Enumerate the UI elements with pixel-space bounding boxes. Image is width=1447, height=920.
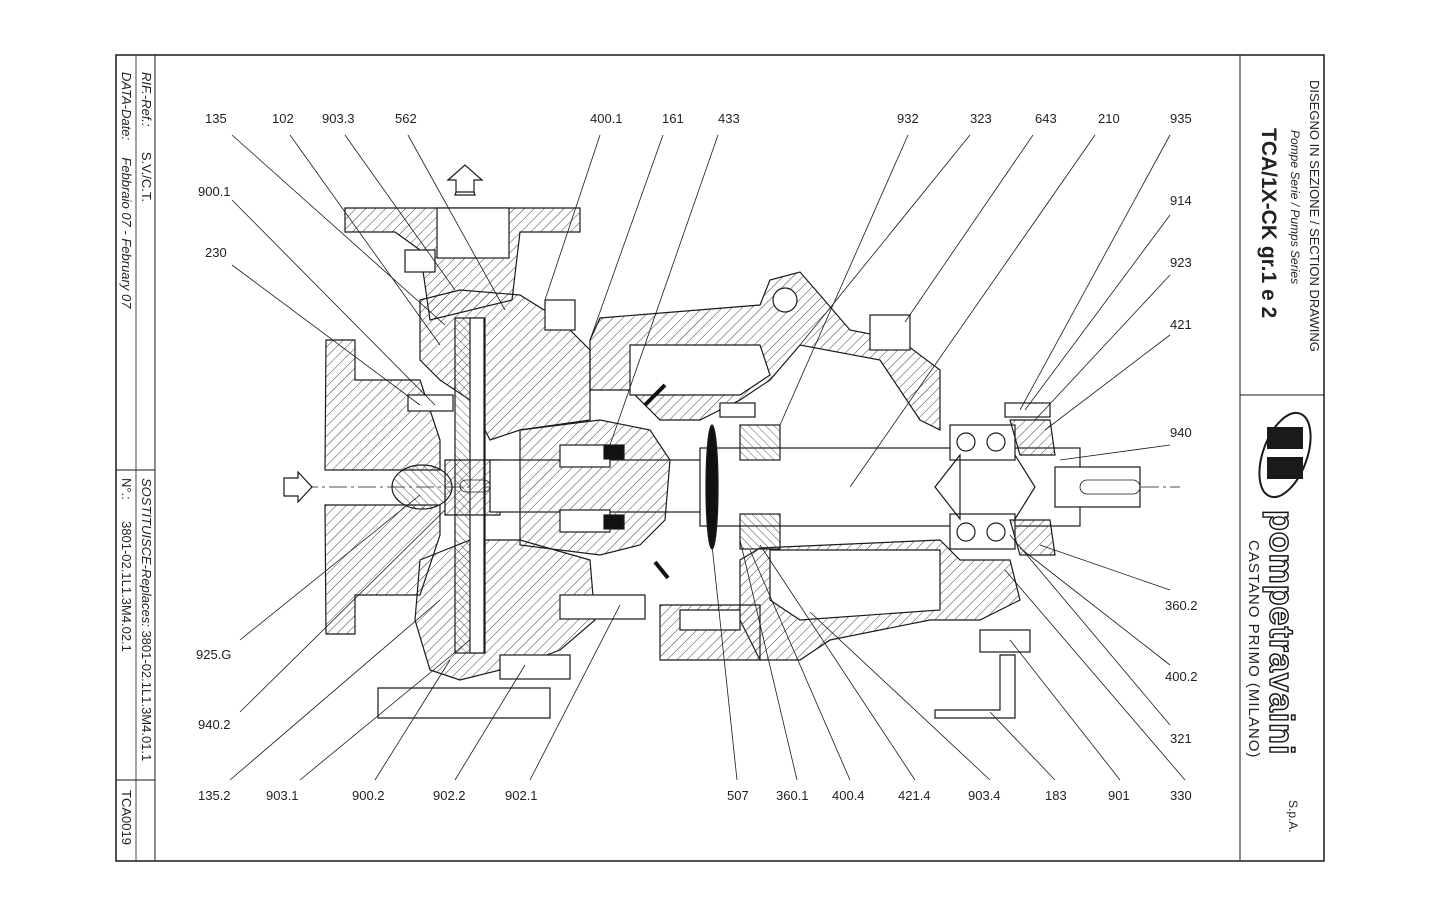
part-label: 135 [205,111,227,126]
ref-label: RIF.-Ref.: [139,72,154,127]
part-label: 400.1 [590,111,623,126]
part-label: 135.2 [198,788,231,803]
date-field: DATA-Date: Febbraio 07 - February 07 [119,72,134,308]
replaces-label: SOSTITUISCE-Replaces: [139,478,154,627]
replaces-value: 3801-02.1L1.3M4.01.1 [139,630,154,762]
number-field: N°.: 3801-02.1L1.3M4.02.1 [119,478,134,652]
ref-value: S.V./C.T. [139,151,154,203]
part-label: 562 [395,111,417,126]
drawing-type-text: DISEGNO IN SEZIONE / SECTION DRAWING [1307,80,1322,352]
company-name: pompetravaini [1261,509,1300,756]
ref-field: RIF.-Ref.: S.V./C.T. [139,72,154,202]
part-label: 901 [1108,788,1130,803]
part-label: 940.2 [198,717,231,732]
number-value: 3801-02.1L1.3M4.02.1 [119,521,134,652]
date-label: DATA-Date: [119,72,134,141]
part-label: 360.1 [776,788,809,803]
part-label: 323 [970,111,992,126]
part-label: 360.2 [1165,598,1198,613]
part-label: 400.4 [832,788,865,803]
part-label: 400.2 [1165,669,1198,684]
part-label: 330 [1170,788,1192,803]
date-value: Febbraio 07 - February 07 [119,157,134,309]
replaces-field: SOSTITUISCE-Replaces: 3801-02.1L1.3M4.01… [139,478,154,761]
part-label: 923 [1170,255,1192,270]
part-label: 421.4 [898,788,931,803]
part-label: 914 [1170,193,1192,208]
leader-lines [229,134,1186,781]
part-label: 903.3 [322,111,355,126]
part-label: 507 [727,788,749,803]
part-label: 230 [205,245,227,260]
company-location: CASTANO PRIMO (MILANO) [1245,540,1262,759]
part-label: 902.1 [505,788,538,803]
part-label: 321 [1170,731,1192,746]
part-label: 210 [1098,111,1120,126]
drawing-frame [115,54,1325,862]
part-label: 900.1 [198,184,231,199]
part-label: 643 [1035,111,1057,126]
part-label: 902.2 [433,788,466,803]
number-label: N°.: [119,478,134,500]
part-label: 433 [718,111,740,126]
series-text: Pompe Serie / Pumps Series [1288,130,1302,285]
part-label: 900.2 [352,788,385,803]
drawing-code: TCA0019 [119,790,134,845]
part-label: 903.4 [968,788,1001,803]
part-labels: 135 102 903.3 562 400.1 161 433 932 323 … [196,111,1198,803]
part-label: 421 [1170,317,1192,332]
part-label: 903.1 [266,788,299,803]
pump-section-view [283,164,1180,719]
company-suffix: S.p.A. [1286,800,1300,833]
part-label: 102 [272,111,294,126]
model-title: TCA/1X-CK gr.1 e 2 [1257,128,1280,319]
part-label: 925.G [196,647,231,662]
part-label: 932 [897,111,919,126]
part-label: 940 [1170,425,1192,440]
part-label: 183 [1045,788,1067,803]
company-logo [1258,411,1312,499]
part-label: 935 [1170,111,1192,126]
part-label: 161 [662,111,684,126]
